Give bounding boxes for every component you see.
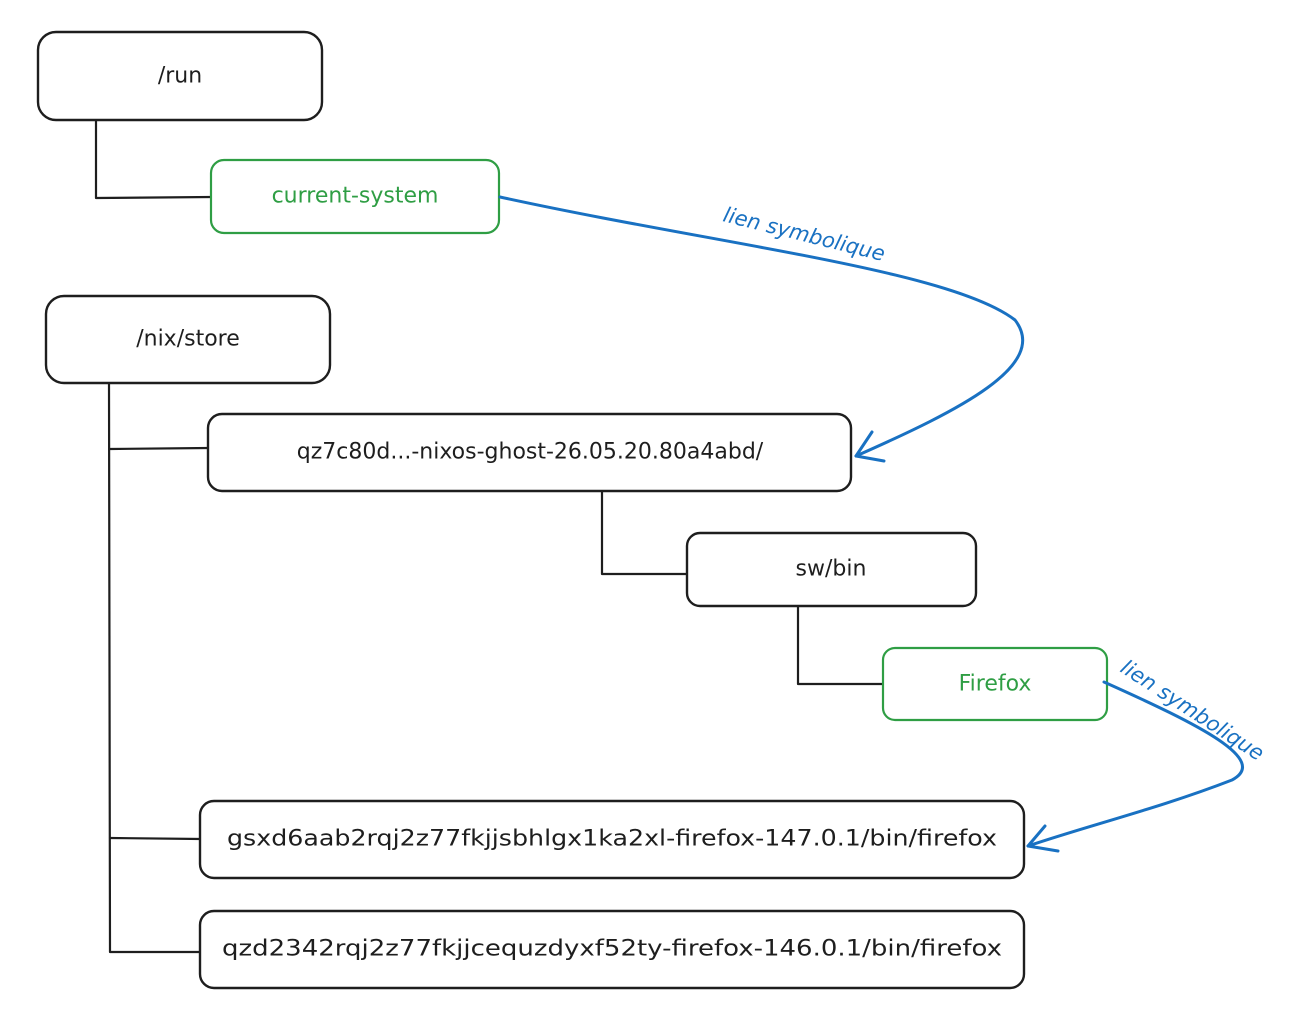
symlink-arrow-system: [498, 195, 1024, 463]
node-nix-store[interactable]: /nix/store: [44, 294, 332, 385]
node-firefox-147[interactable]: gsxd6aab2rqj2z77fkjjsbhlgx1ka2xl-firefox…: [198, 799, 1026, 880]
connector-sw-bin-firefox: [796, 605, 886, 686]
node-firefox-147-label: gsxd6aab2rqj2z77fkjjsbhlgx1ka2xl-firefox…: [227, 827, 997, 852]
node-nixos-ghost-label: qz7c80d...-nixos-ghost-26.05.20.80a4abd/: [297, 440, 764, 465]
connector-store-firefox-147: [108, 836, 203, 841]
node-firefox-146-label: qzd2342rqj2z77fkjjcequzdyxf52ty-firefox-…: [222, 937, 1002, 962]
connector-store-trunk: [107, 381, 204, 954]
symlink-label-firefox: lien symbolique: [1116, 655, 1268, 765]
symlink-arrow-firefox: [1026, 680, 1244, 853]
node-current-system-label: current-system: [272, 184, 439, 209]
connector-run-current-system: [94, 119, 214, 200]
node-firefox-label: Firefox: [959, 672, 1032, 697]
node-firefox-146[interactable]: qzd2342rqj2z77fkjjcequzdyxf52ty-firefox-…: [198, 909, 1026, 990]
node-run[interactable]: /run: [36, 30, 324, 122]
node-current-system[interactable]: current-system: [209, 158, 501, 235]
node-sw-bin-label: sw/bin: [796, 557, 867, 582]
connector-nixos-ghost-sw-bin: [600, 490, 690, 576]
node-firefox[interactable]: Firefox: [881, 646, 1109, 722]
node-nixos-ghost[interactable]: qz7c80d...-nixos-ghost-26.05.20.80a4abd/: [206, 412, 853, 493]
node-nix-store-label: /nix/store: [136, 327, 240, 352]
node-run-label: /run: [158, 64, 202, 89]
connector-store-nixos-ghost: [108, 446, 211, 451]
node-sw-bin[interactable]: sw/bin: [685, 531, 978, 608]
